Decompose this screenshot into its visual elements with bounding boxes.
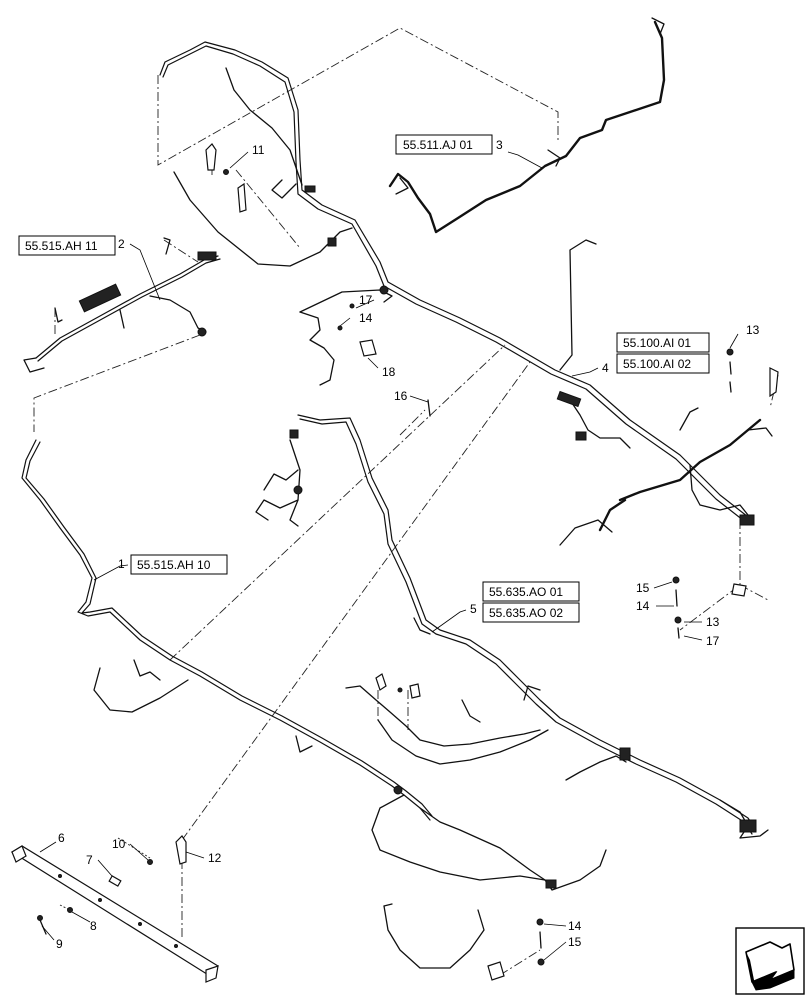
callout-5: 5 (470, 602, 477, 616)
clip-11 (205, 143, 217, 171)
harness-5 (255, 414, 769, 839)
callout-14: 14 (359, 311, 373, 325)
ref-55-100-ai-02[interactable]: 55.100.AI 02 (616, 353, 710, 374)
callout-12: 12 (208, 851, 222, 865)
harness-3 (388, 17, 666, 234)
callout-13: 13 (706, 615, 720, 629)
callout-9: 9 (56, 937, 63, 951)
callout-1: 1 (118, 557, 125, 571)
callout-16: 16 (394, 389, 408, 403)
callout-17: 17 (359, 293, 373, 307)
callout-14: 14 (636, 599, 650, 613)
svg-text:55.635.AO 02: 55.635.AO 02 (489, 606, 563, 620)
callout-numbers: 11 3 2 17 14 18 16 4 13 1 5 15 14 13 17 … (56, 138, 760, 951)
bracket-18 (359, 339, 377, 357)
leader-lines (39, 151, 739, 961)
assembly-lines (33, 27, 779, 976)
callout-11: 11 (252, 143, 265, 157)
callout-15: 15 (636, 581, 650, 595)
callout-4: 4 (602, 361, 609, 375)
clip-12 (175, 835, 187, 865)
ref-55-635-ao-01[interactable]: 55.635.AO 01 (482, 581, 580, 602)
ref-55-635-ao-02[interactable]: 55.635.AO 02 (482, 602, 580, 623)
callout-15: 15 (568, 935, 582, 949)
hardware-parts (175, 143, 779, 981)
svg-text:55.511.AJ 01: 55.511.AJ 01 (403, 138, 473, 152)
ref-55-511-aj-01[interactable]: 55.511.AJ 01 (395, 134, 493, 155)
callout-2: 2 (118, 237, 125, 251)
svg-text:55.515.AH 10: 55.515.AH 10 (137, 558, 211, 572)
callout-6: 6 (58, 831, 65, 845)
callout-7: 7 (86, 853, 93, 867)
svg-text:55.100.AI 01: 55.100.AI 01 (623, 336, 691, 350)
ref-55-515-ah-11[interactable]: 55.515.AH 11 (18, 235, 116, 256)
ref-55-100-ai-01[interactable]: 55.100.AI 01 (616, 332, 710, 353)
next-page-arrow-icon[interactable] (735, 927, 805, 995)
reference-boxes: 55.511.AJ 01 55.515.AH 11 55.100.AI 01 5… (18, 134, 710, 623)
harness-1 (21, 439, 607, 969)
callout-8: 8 (90, 919, 97, 933)
callout-13: 13 (746, 323, 760, 337)
svg-text:55.100.AI 02: 55.100.AI 02 (623, 357, 691, 371)
mounting-rail-6 (10, 845, 219, 983)
callout-3: 3 (496, 138, 503, 152)
callout-17: 17 (706, 634, 720, 648)
svg-text:55.515.AH 11: 55.515.AH 11 (25, 239, 98, 253)
callout-10: 10 (112, 837, 126, 851)
callout-18: 18 (382, 365, 396, 379)
harness-4 (159, 41, 773, 546)
harness-2 (23, 237, 221, 373)
svg-text:55.635.AO 01: 55.635.AO 01 (489, 585, 563, 599)
ref-55-515-ah-10[interactable]: 55.515.AH 10 (130, 554, 228, 575)
callout-14: 14 (568, 919, 582, 933)
